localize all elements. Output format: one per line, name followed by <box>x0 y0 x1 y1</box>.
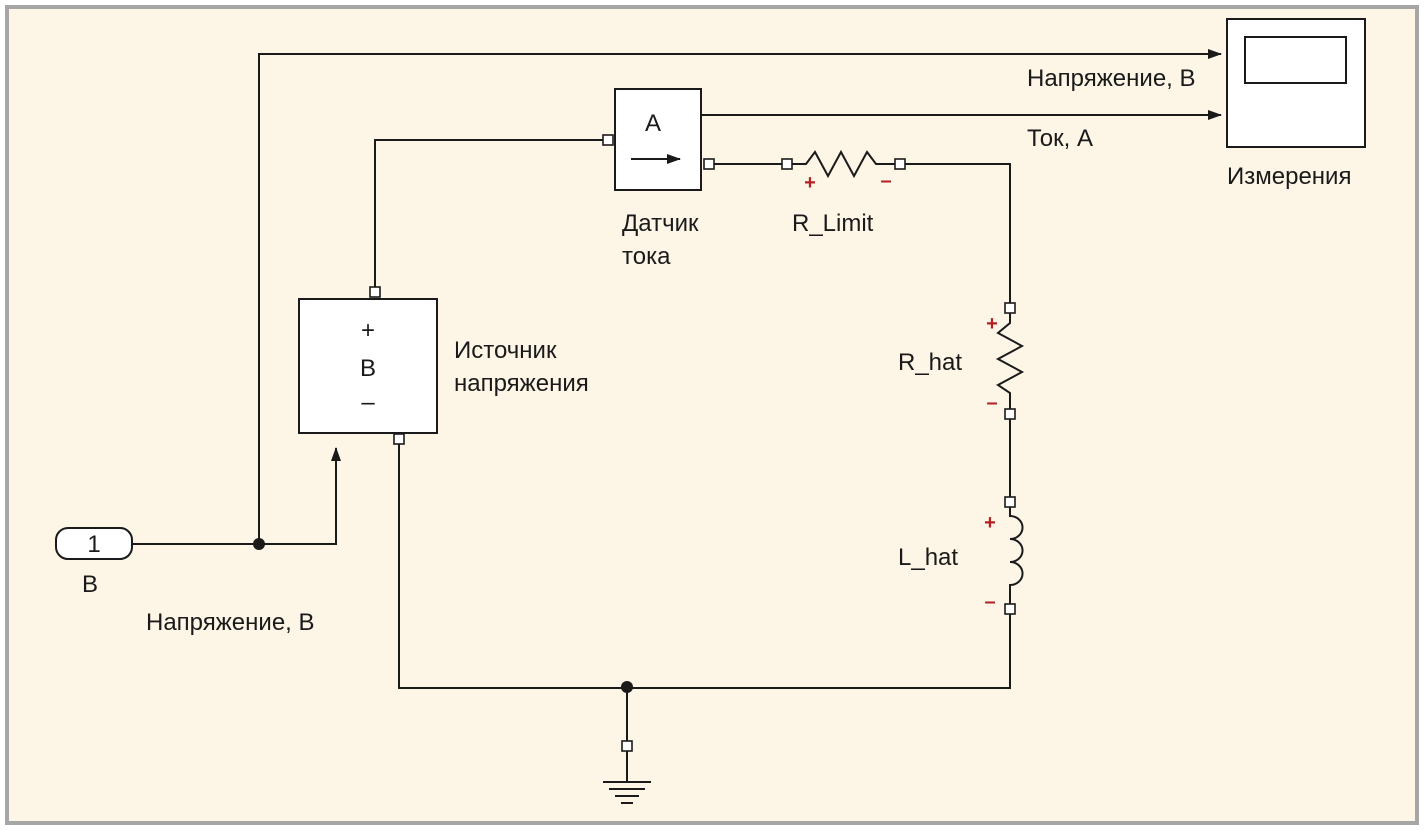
source-symbol: В <box>360 355 376 382</box>
junction-dot <box>621 681 633 693</box>
diagram-background <box>5 5 1419 825</box>
source-label-line2: напряжения <box>454 370 589 397</box>
voltage-source-block[interactable]: + В – <box>298 298 438 434</box>
r-limit-plus: + <box>804 172 816 194</box>
r-limit-left-port[interactable] <box>781 158 793 170</box>
wire-voltage-to-scope[interactable] <box>258 49 1222 544</box>
inport-icon <box>55 527 133 560</box>
r-hat-minus: – <box>986 392 997 414</box>
junction-dot <box>253 538 265 550</box>
sensor-label-line2: тока <box>622 243 671 270</box>
resistor-icon <box>792 149 895 179</box>
source-plus-sign: + <box>361 317 375 344</box>
r-limit-minus: – <box>880 170 891 192</box>
wire-rlimit-to-rhat[interactable] <box>900 163 1011 308</box>
wire-lhat-to-ground[interactable] <box>398 439 1011 689</box>
ground-icon <box>603 751 651 804</box>
sensor-symbol: А <box>645 110 661 137</box>
r-limit-block[interactable] <box>781 149 906 179</box>
r-hat-label: R_hat <box>898 349 962 376</box>
source-label-line1: Источник <box>454 337 557 364</box>
l-hat-top-port[interactable] <box>1004 496 1016 508</box>
wire-source-to-sensor[interactable] <box>374 139 608 292</box>
r-limit-label: R_Limit <box>792 210 874 237</box>
inport-number: 1 <box>87 531 100 558</box>
scope-current-signal-label: Ток, А <box>1027 125 1093 152</box>
l-hat-block[interactable] <box>1004 496 1024 615</box>
r-hat-bottom-port[interactable] <box>1004 408 1016 420</box>
r-hat-plus: + <box>986 313 998 335</box>
r-hat-top-port[interactable] <box>1004 302 1016 314</box>
scope-screen-icon <box>1244 36 1347 84</box>
scope-label: Измерения <box>1227 163 1351 190</box>
r-limit-right-port[interactable] <box>894 158 906 170</box>
l-hat-bottom-port[interactable] <box>1004 603 1016 615</box>
source-plus-port[interactable] <box>369 286 381 298</box>
ground-block[interactable] <box>603 740 651 804</box>
sensor-input-port[interactable] <box>602 134 614 146</box>
source-minus-port[interactable] <box>393 433 405 445</box>
scope-block[interactable] <box>1226 18 1366 148</box>
ground-port[interactable] <box>621 740 633 752</box>
resistor-icon <box>995 313 1025 409</box>
current-sensor-block[interactable]: А <box>614 88 702 191</box>
wire-inport-to-source[interactable] <box>132 447 341 545</box>
l-hat-plus: + <box>984 512 996 534</box>
sensor-label-line1: Датчик <box>622 210 699 237</box>
source-minus-sign: – <box>361 389 375 416</box>
inport-name: В <box>82 571 98 598</box>
inport-block[interactable]: 1 <box>55 527 133 560</box>
inductor-icon <box>1009 507 1024 604</box>
l-hat-label: L_hat <box>898 544 958 571</box>
l-hat-minus: – <box>984 591 995 613</box>
sensor-output-port[interactable] <box>703 158 715 170</box>
inport-signal-label: Напряжение, В <box>146 609 315 636</box>
r-hat-block[interactable] <box>995 302 1025 420</box>
scope-voltage-signal-label: Напряжение, В <box>1027 65 1196 92</box>
